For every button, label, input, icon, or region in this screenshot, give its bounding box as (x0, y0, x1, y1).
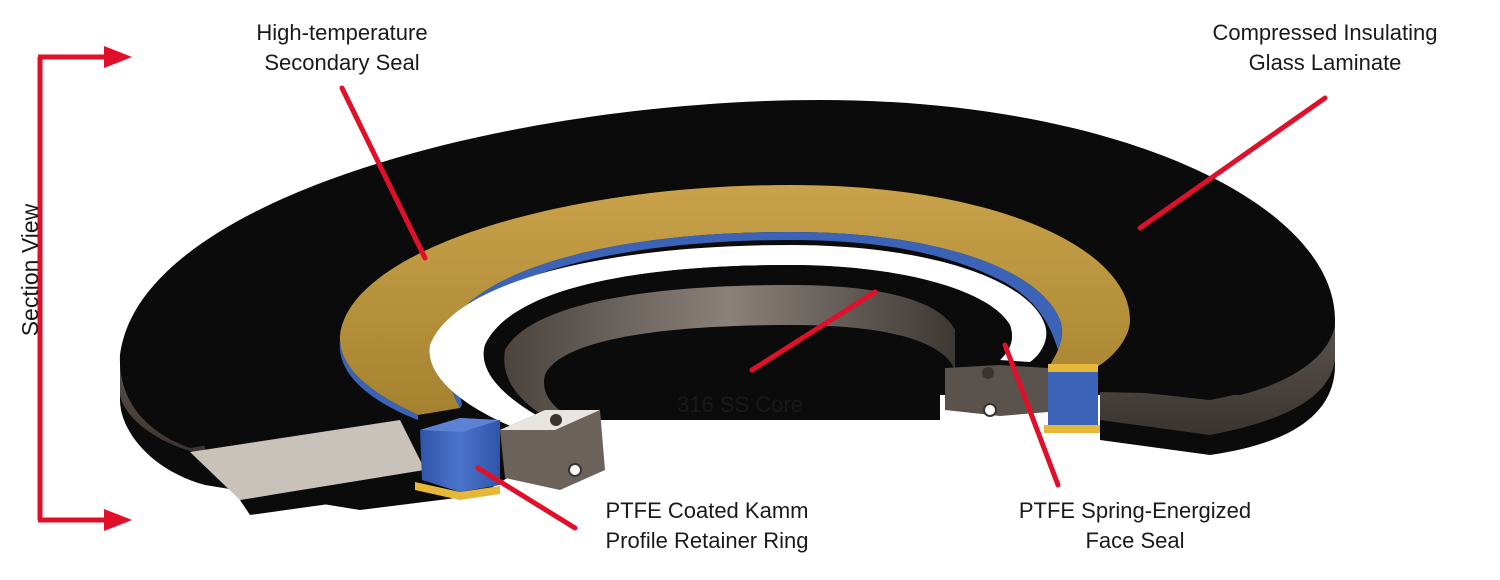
right-gold-bottom (1044, 425, 1100, 433)
arrow-right-icon (104, 46, 132, 68)
label-line: PTFE Spring-Energized (1018, 498, 1252, 523)
callout-line-face-seal (1002, 342, 1061, 488)
spring-coil-right-bottom (983, 403, 997, 417)
label-line: Profile Retainer Ring (605, 528, 809, 553)
label-line: High-temperature (256, 20, 428, 45)
label-line: 316 SS Core (677, 392, 803, 417)
label-line: Secondary Seal (264, 50, 420, 75)
callout-line-secondary-seal (339, 85, 428, 261)
callout-line-kamm-ring (475, 465, 578, 531)
kamm-ring-gold-bottom (415, 482, 500, 500)
right-blue-block-top (1048, 364, 1098, 372)
label-compressed-insulating-glass-laminate: Compressed Insulating Glass Laminate (1175, 18, 1475, 78)
seal-outer-blue-edge (339, 335, 418, 420)
kamm-ring-blue-top (420, 418, 500, 432)
laminate-right-side (1100, 325, 1335, 435)
label-line: Compressed Insulating (1212, 20, 1438, 45)
kamm-ring-blue-block (420, 418, 500, 492)
label-line: Glass Laminate (1248, 50, 1402, 75)
callout-line-laminate (1137, 95, 1328, 231)
section-view-bracket (37, 46, 132, 531)
spring-coil-right-top (982, 367, 994, 379)
label-ptfe-spring-energized-face-seal: PTFE Spring-Energized Face Seal (990, 496, 1280, 556)
spring-coil-left-bottom (568, 463, 582, 477)
secondary-seal-ring (339, 185, 1131, 415)
steel-core-wall (504, 285, 955, 425)
label-316-ss-core: 316 SS Core (640, 390, 840, 420)
callout-line-core (749, 289, 878, 373)
label-high-temperature-secondary-seal: High-temperature Secondary Seal (222, 18, 462, 78)
label-line: Face Seal (1085, 528, 1185, 553)
arrow-right-icon (104, 509, 132, 531)
section-view-text: Section View (17, 203, 43, 337)
label-ptfe-coated-kamm-profile-retainer-ring: PTFE Coated Kamm Profile Retainer Ring (572, 496, 842, 556)
inner-white-gap (429, 245, 1047, 428)
core-cut-block-right (945, 365, 1048, 416)
right-blue-block (1048, 368, 1098, 425)
label-line: PTFE Coated Kamm (605, 498, 809, 523)
laminate-cut-face (190, 420, 425, 500)
laminate-cut-face-shadow (240, 470, 430, 515)
spring-coil-left-top (550, 414, 562, 426)
